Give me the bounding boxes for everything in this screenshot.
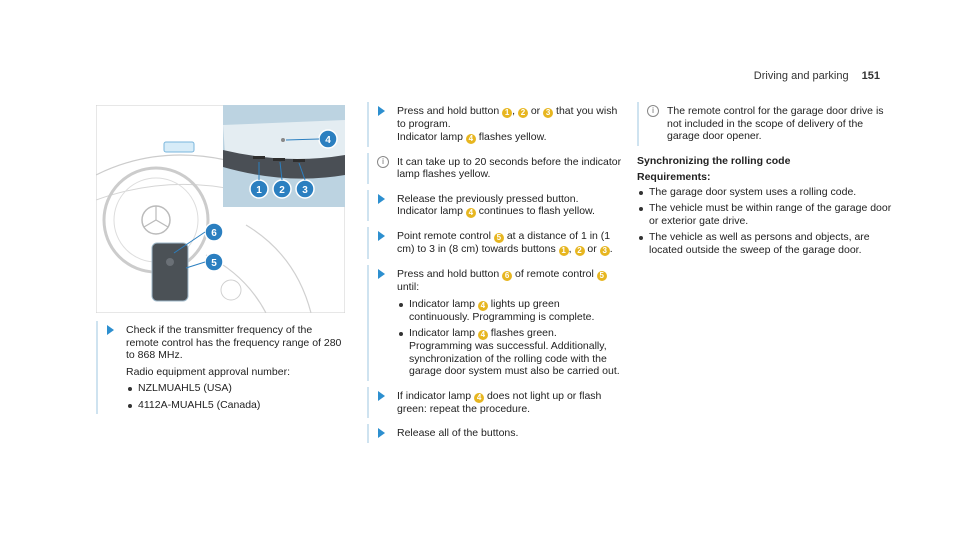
step-arrow-icon — [378, 428, 385, 438]
step-press-remote: Press and hold button 6 of remote contro… — [367, 265, 622, 380]
column-1: Check if the transmitter frequency of th… — [96, 321, 346, 423]
section-heading: Synchronizing the rolling code — [637, 154, 791, 167]
list-item: NZLMUAHL5 (USA) — [126, 382, 346, 395]
remote-control — [151, 242, 189, 302]
car-interior-illustration: 1 2 3 4 5 6 — [95, 104, 346, 314]
step-text: Check if the transmitter frequency of th… — [126, 324, 342, 361]
badge-1: 1 — [502, 108, 513, 118]
approval-list: NZLMUAHL5 (USA) 4112A-MUAHL5 (Canada) — [126, 382, 346, 411]
vent — [163, 141, 195, 153]
callout-4: 4 — [325, 135, 331, 146]
note-scope: i The remote control for the garage door… — [637, 102, 897, 145]
info-icon: i — [377, 155, 389, 168]
list-item: The vehicle as well as persons and objec… — [637, 231, 897, 256]
badge-1: 1 — [558, 246, 569, 256]
step-arrow-icon — [378, 106, 385, 116]
page-number: 151 — [861, 70, 880, 82]
note-wait: i It can take up to 20 seconds before th… — [367, 152, 622, 184]
step-arrow-icon — [378, 390, 385, 401]
badge-4: 4 — [465, 208, 476, 218]
badge-5: 5 — [596, 271, 607, 281]
column-2: Press and hold button 1, 2 or 3 that you… — [367, 102, 622, 452]
result-list: Indicator lamp 4 lights up green continu… — [397, 298, 622, 378]
page-header: Driving and parking 151 — [754, 70, 880, 82]
column-3: i The remote control for the garage door… — [637, 102, 897, 260]
callout-3: 3 — [302, 185, 308, 196]
button-2-shape — [273, 158, 285, 161]
step-text: Release all of the buttons. — [397, 427, 519, 439]
step-release-all: Release all of the buttons. — [367, 424, 622, 442]
note-text: It can take up to 20 seconds before the … — [397, 155, 622, 181]
dashboard-line — [95, 154, 346, 176]
note-text: The remote control for the garage door d… — [667, 105, 884, 142]
list-item: The garage door system uses a rolling co… — [637, 186, 897, 199]
badge-5: 5 — [493, 233, 504, 243]
button-1-shape — [253, 156, 265, 159]
indicator-lamp-shape — [281, 138, 285, 142]
step-repeat: If indicator lamp 4 does not light up or… — [367, 386, 622, 418]
badge-3: 3 — [543, 108, 554, 118]
badge-2: 2 — [517, 108, 528, 118]
callout-1: 1 — [256, 185, 262, 196]
step-check-frequency: Check if the transmitter frequency of th… — [96, 321, 346, 414]
callout-2: 2 — [279, 185, 285, 196]
callout-5: 5 — [211, 258, 217, 269]
badge-2: 2 — [574, 246, 585, 256]
badge-4: 4 — [477, 330, 488, 340]
badge-4: 4 — [474, 392, 485, 403]
list-item: Indicator lamp 4 flashes green. Programm… — [397, 327, 622, 378]
requirements-label: Requirements: — [637, 171, 711, 183]
list-item: The vehicle must be within range of the … — [637, 202, 897, 227]
step-arrow-icon — [378, 269, 385, 279]
button-3-shape — [293, 159, 305, 162]
badge-4: 4 — [465, 133, 476, 144]
info-icon: i — [647, 105, 659, 117]
requirements-list: The garage door system uses a rolling co… — [637, 186, 897, 257]
car-interior-figure: 1 2 3 4 5 6 — [95, 104, 346, 314]
badge-3: 3 — [599, 246, 610, 256]
callout-6: 6 — [211, 228, 217, 239]
step-release: Release the previously pressed button. I… — [367, 189, 622, 221]
section-title: Driving and parking — [753, 70, 849, 82]
step-arrow-icon — [378, 231, 385, 241]
step-point-remote: Point remote control 5 at a distance of … — [367, 227, 622, 259]
approval-title: Radio equipment approval number: — [126, 365, 291, 378]
step-arrow-icon — [378, 193, 385, 204]
step-arrow-icon — [107, 325, 114, 335]
badge-4: 4 — [477, 300, 488, 311]
list-item: Indicator lamp 4 lights up green continu… — [397, 298, 622, 324]
step-text: Press and hold button — [397, 105, 500, 117]
step-press-hold: Press and hold button 1, 2 or 3 that you… — [367, 102, 622, 146]
badge-6: 6 — [502, 271, 513, 281]
list-item: 4112A-MUAHL5 (Canada) — [126, 399, 346, 412]
